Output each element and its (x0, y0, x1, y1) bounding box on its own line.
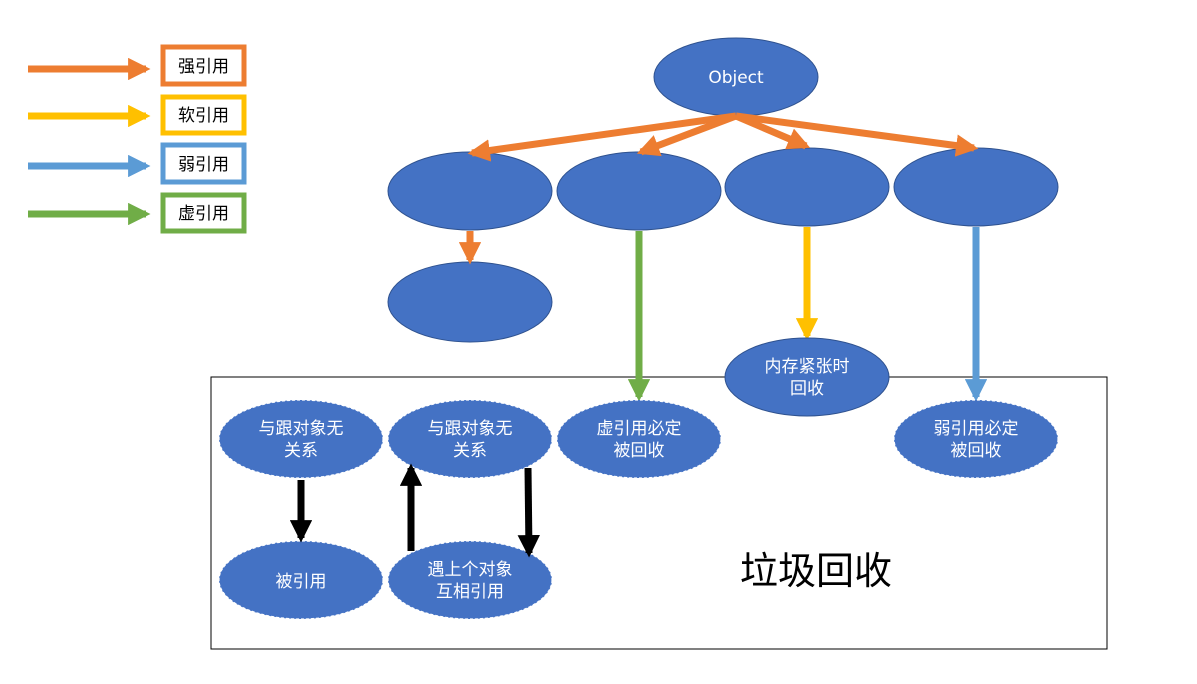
gc-area-title: 垃圾回收 (740, 549, 892, 593)
strong-child-node-2 (556, 151, 722, 231)
unrelated-node-2 (387, 399, 553, 479)
gc-area-frame (210, 376, 1108, 650)
legend-phantom-box (160, 192, 247, 234)
strong-child-node-4 (893, 147, 1059, 227)
unrelated-2-line-1: 与跟对象无 (428, 419, 513, 439)
unrelated-2-line-2: 关系 (453, 441, 487, 461)
legend-weak-box (160, 142, 247, 185)
referenced-node (218, 540, 384, 620)
strong-arrow-2 (636, 112, 738, 157)
weak-gc-line-2: 被回收 (951, 441, 1002, 461)
black-arrow-down-right (517, 467, 540, 558)
phantom-gc-line-2: 被回收 (614, 441, 665, 461)
soft-note-node (724, 337, 890, 417)
object-node-label: Object (708, 68, 764, 88)
legend: 强引用 软引用 弱引用 虚引用 (28, 44, 247, 234)
phantom-gc-line-1: 虚引用必定 (597, 419, 682, 439)
legend-phantom-label: 虚引用 (178, 204, 229, 224)
legend-soft-label: 软引用 (178, 106, 229, 126)
mutual-ref-line-2: 互相引用 (436, 582, 504, 602)
strong-child-node-1 (387, 151, 553, 231)
phantom-gc-node (556, 399, 722, 479)
legend-weak-label: 弱引用 (178, 155, 229, 175)
unrelated-node-1 (218, 399, 384, 479)
referenced-label: 被引用 (276, 572, 327, 592)
legend-strong-box (160, 44, 247, 87)
legend-strong-label: 强引用 (178, 57, 229, 77)
mutual-ref-line-1: 遇上个对象 (428, 560, 513, 580)
strong-arrow-1 (467, 112, 737, 162)
weak-gc-line-1: 弱引用必定 (934, 419, 1019, 439)
soft-note-line-1: 内存紧张时 (765, 357, 850, 377)
strong-child-node-3 (724, 147, 890, 227)
mutual-ref-node (387, 540, 553, 620)
grandchild-node (387, 261, 553, 343)
legend-soft-box (160, 94, 247, 136)
strong-arrow-4 (735, 112, 979, 157)
unrelated-1-line-1: 与跟对象无 (259, 419, 344, 439)
unrelated-1-line-2: 关系 (284, 441, 318, 461)
soft-note-line-2: 回收 (790, 379, 824, 399)
weak-gc-node (893, 399, 1059, 479)
